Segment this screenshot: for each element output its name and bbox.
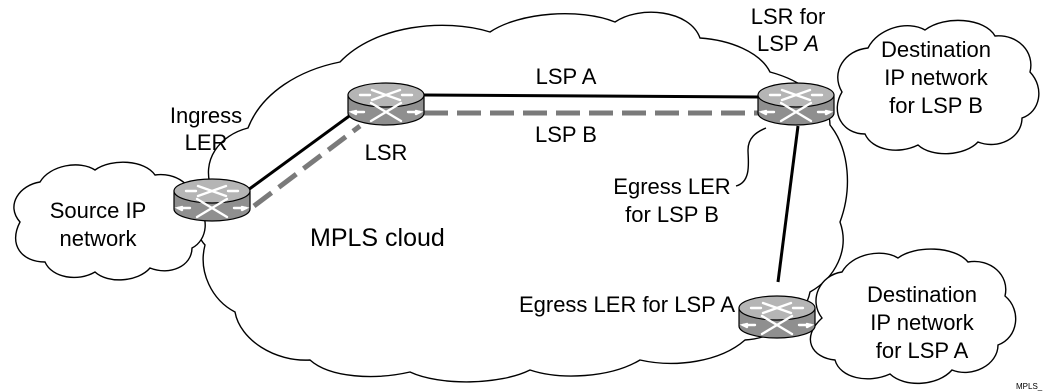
lsp-a-line-lsrA-egressA	[776, 125, 800, 283]
lsr-for-a-label-line2: LSP A	[757, 31, 819, 56]
lsp-a-label: LSP A	[536, 64, 597, 89]
dest-b-label-line3: for LSP B	[889, 93, 983, 118]
router-icon	[172, 177, 252, 223]
ingress-label-line1: Ingress	[170, 103, 242, 128]
dest-a-label-line1: Destination	[867, 282, 977, 307]
egress-b-callout-line	[735, 127, 767, 187]
router-icon	[346, 81, 426, 127]
egress-a-label: Egress LER for LSP A	[519, 292, 735, 317]
lsp-a-line-lsr-lsrA	[423, 93, 761, 99]
source-cloud-label-line1: Source IP	[50, 198, 147, 223]
dest-b-cloud	[836, 19, 1040, 155]
dest-b-label-line2: IP network	[884, 65, 989, 90]
source-cloud-label-line2: network	[59, 226, 137, 251]
dest-a-label-line2: IP network	[870, 310, 975, 335]
router-icon	[756, 81, 836, 127]
router-icon	[737, 294, 817, 340]
lsp-b-line-ingress-lsr	[252, 124, 362, 208]
lsr-label: LSR	[365, 140, 408, 165]
mpls-cloud-label: MPLS cloud	[310, 224, 445, 252]
lsr-for-a-label-line1: LSR for	[751, 4, 826, 29]
ingress-label-line2: LER	[185, 130, 228, 155]
lsr-for-a-label-italic: A	[802, 31, 819, 56]
figure-id: MPLS_	[1016, 382, 1043, 391]
lsp-b-label: LSP B	[535, 122, 597, 147]
egress-b-label-line2: for LSP B	[625, 202, 719, 227]
dest-b-label-line1: Destination	[881, 37, 991, 62]
lsr-for-a-label-prefix: LSP	[757, 31, 804, 56]
dest-a-cloud	[809, 248, 1017, 385]
dest-a-label-line3: for LSP A	[876, 338, 969, 363]
egress-b-label-line1: Egress LER	[613, 174, 730, 199]
lsp-a-line-ingress-lsr	[247, 112, 353, 192]
